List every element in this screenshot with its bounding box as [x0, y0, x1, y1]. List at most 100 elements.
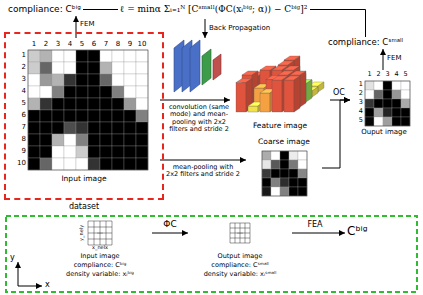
grid-cell [52, 158, 64, 170]
grid-cell [262, 187, 271, 196]
grid-cell [64, 98, 76, 110]
ellipsis-dot [100, 233, 101, 234]
edge-label: mean-pooling with 2x2 filters and stride… [166, 164, 240, 179]
ellipsis-dot [240, 233, 241, 234]
grid-line [88, 227, 112, 228]
grid-cell [262, 151, 271, 160]
grid-cell [88, 74, 100, 86]
connector-arrow [160, 160, 246, 161]
grid-cell [40, 158, 52, 170]
connector-arrow [322, 100, 350, 168]
axis-number: 5 [353, 117, 363, 124]
dataset-region: Input imagedataset [4, 32, 164, 200]
grid-cell [64, 62, 76, 74]
grid-cell [136, 74, 148, 86]
bar-front [248, 106, 258, 112]
grid-cell [52, 98, 64, 110]
grid-cell [64, 146, 76, 158]
grid-cell [52, 122, 64, 134]
grid-cell [64, 158, 76, 170]
grid-cell [40, 110, 52, 122]
grid-cell [112, 98, 124, 110]
bar-side [306, 80, 312, 102]
axis-number: 3 [50, 40, 66, 48]
grid-cell [289, 151, 298, 160]
node-text: compliance: Cᵇⁱᵍ [8, 4, 81, 14]
grid-cell [88, 122, 100, 134]
axis-number: 4 [353, 108, 363, 115]
coarse-grid [262, 151, 307, 196]
grid-cell [28, 62, 40, 74]
grid-cell [271, 160, 280, 169]
grid-cell [136, 110, 148, 122]
grid-cell [262, 178, 271, 187]
input-grid [28, 50, 148, 170]
grid-cell [76, 110, 88, 122]
grid-cell [76, 98, 88, 110]
output-image-block: Output imagecompliance: Cˢᵐᵃˡˡdensity va… [188, 219, 292, 289]
grid-cell [136, 158, 148, 170]
grid-line [230, 238, 250, 239]
axis-arrow [18, 286, 42, 287]
axis-number: 1 [26, 40, 42, 48]
grid-cell [271, 178, 280, 187]
grid-cell [52, 146, 64, 158]
grid-line [230, 228, 250, 229]
grid-cell [124, 86, 136, 98]
output-grid [365, 81, 410, 126]
grid-cell [289, 160, 298, 169]
grid-cell [136, 122, 148, 134]
grid-cell [112, 122, 124, 134]
grid-cell [124, 62, 136, 74]
grid-cell [112, 134, 124, 146]
grid-cell [100, 134, 112, 146]
grid-cell [88, 86, 100, 98]
grid-cell [76, 134, 88, 146]
green-dashed-box [6, 216, 417, 292]
axis-number: 2 [10, 63, 26, 71]
grid-cell [124, 98, 136, 110]
bar-front [236, 83, 246, 112]
grid-cell [392, 99, 401, 108]
grid-line [230, 243, 250, 244]
grid-cell [374, 81, 383, 90]
grid-cell [112, 86, 124, 98]
axis-number: 6 [86, 40, 102, 48]
axis-number: 1 [10, 51, 26, 59]
feature-image: Feature image [230, 50, 330, 135]
axis-number: 8 [10, 135, 26, 143]
grid-cell [124, 134, 136, 146]
conv-layer [190, 40, 200, 92]
grid-cell [124, 50, 136, 62]
grid-cell [52, 62, 64, 74]
grid-cell [88, 146, 100, 158]
grid-cell [262, 160, 271, 169]
grid-cell [365, 117, 374, 126]
grid-cell [64, 134, 76, 146]
bar-front [272, 80, 282, 112]
grid-cell [64, 50, 76, 62]
grid-cell [112, 74, 124, 86]
grid-cell [28, 122, 40, 134]
grid-cell [40, 134, 52, 146]
grid-cell [40, 74, 52, 86]
grid-cell [28, 110, 40, 122]
grid-cell [136, 50, 148, 62]
edge-label: convolution (same mode) and mean-pooling… [168, 104, 230, 134]
grid-cell [271, 187, 280, 196]
node-text: Cᵇⁱᵍ [347, 225, 368, 239]
grid-cell [64, 110, 76, 122]
axis-number: 5 [10, 99, 26, 107]
grid-cell [40, 146, 52, 158]
grid-cell [76, 158, 88, 170]
grid-cell [374, 90, 383, 99]
grid-cell [88, 158, 100, 170]
grid-cell [401, 90, 410, 99]
grid-cell [100, 146, 112, 158]
grid-cell [52, 74, 64, 86]
grid-cell [271, 151, 280, 160]
grid-cell [64, 86, 76, 98]
grid-cell [124, 74, 136, 86]
node-text: compliance: Cᵇⁱᵍ [48, 262, 152, 269]
